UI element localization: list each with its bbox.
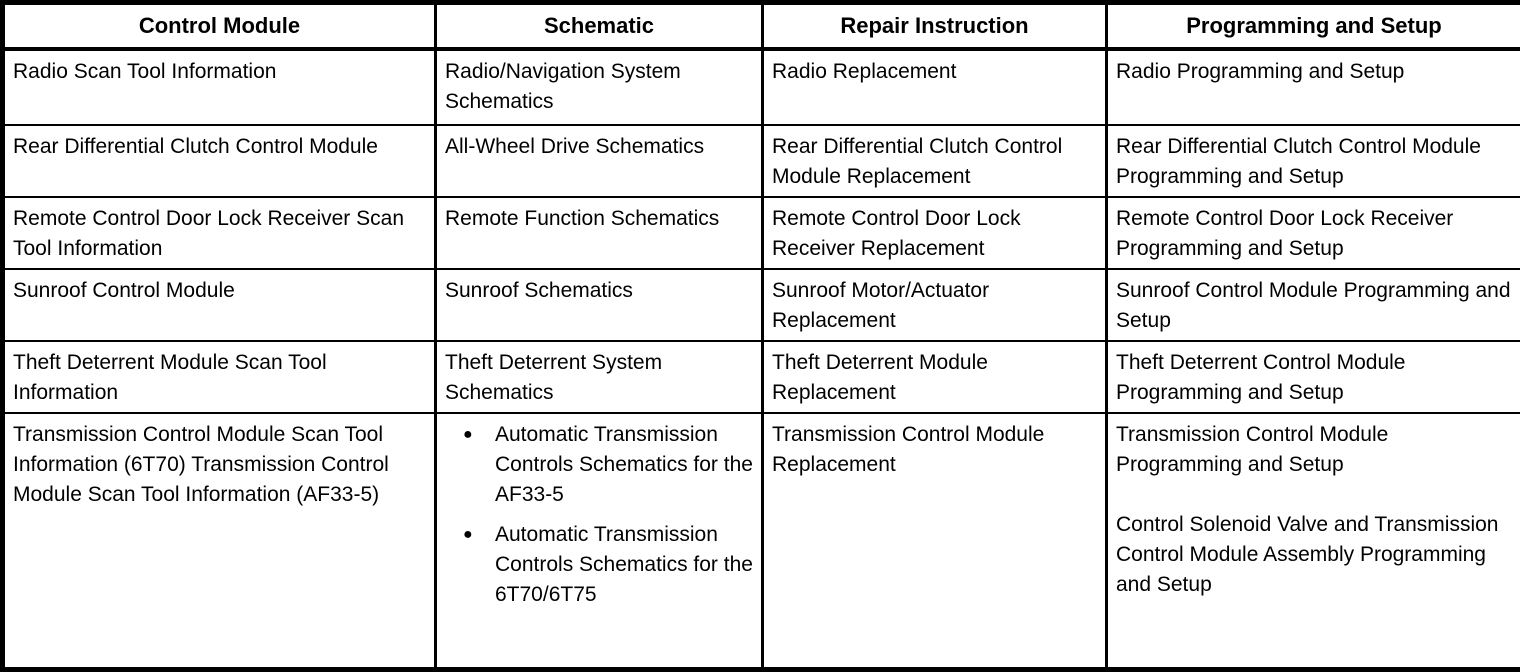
bullet-icon: ● (463, 426, 473, 443)
programming-paragraph: Transmission Control Module Programming … (1116, 423, 1389, 476)
table-row: Sunroof Control Module Sunroof Schematic… (1, 268, 1520, 342)
cell-repair-instruction: Rear Differential Clutch Control Module … (761, 124, 1108, 198)
schematic-bullet-item: ● Automatic Transmission Controls Schema… (459, 420, 755, 510)
cell-control-module: Theft Deterrent Module Scan Tool Informa… (1, 340, 437, 414)
cell-repair-instruction: Sunroof Motor/Actuator Replacement (761, 268, 1108, 342)
schematic-bullet-item: ● Automatic Transmission Controls Schema… (459, 520, 755, 610)
cell-schematic: Radio/Navigation System Schematics (434, 48, 764, 126)
cell-repair-instruction: Remote Control Door Lock Receiver Replac… (761, 196, 1108, 270)
schematic-bullet-label: Automatic Transmission Controls Schemati… (495, 423, 753, 506)
cell-control-module: Rear Differential Clutch Control Module (1, 124, 437, 198)
table-row: Radio Scan Tool Information Radio/Naviga… (1, 48, 1520, 126)
cell-schematic: All-Wheel Drive Schematics (434, 124, 764, 198)
table-row: Transmission Control Module Scan Tool In… (1, 412, 1520, 671)
cell-schematic: Sunroof Schematics (434, 268, 764, 342)
header-row: Control Module Schematic Repair Instruct… (1, 1, 1520, 51)
cell-schematic: Remote Function Schematics (434, 196, 764, 270)
table-row: Rear Differential Clutch Control Module … (1, 124, 1520, 198)
table-row: Remote Control Door Lock Receiver Scan T… (1, 196, 1520, 270)
table-row: Theft Deterrent Module Scan Tool Informa… (1, 340, 1520, 414)
cell-repair-instruction: Theft Deterrent Module Replacement (761, 340, 1108, 414)
cell-programming-and-setup: Sunroof Control Module Programming and S… (1105, 268, 1520, 342)
column-header-control-module: Control Module (1, 1, 437, 51)
cell-programming-and-setup: Theft Deterrent Control Module Programmi… (1105, 340, 1520, 414)
column-header-programming-and-setup: Programming and Setup (1105, 1, 1520, 51)
cell-programming-and-setup: Remote Control Door Lock Receiver Progra… (1105, 196, 1520, 270)
schematic-bullet-list: ● Automatic Transmission Controls Schema… (445, 420, 755, 610)
cell-schematic: ● Automatic Transmission Controls Schema… (434, 412, 764, 671)
cell-repair-instruction: Radio Replacement (761, 48, 1108, 126)
column-header-repair-instruction: Repair Instruction (761, 1, 1108, 51)
cell-control-module: Sunroof Control Module (1, 268, 437, 342)
cell-programming-and-setup: Radio Programming and Setup (1105, 48, 1520, 126)
cell-control-module: Remote Control Door Lock Receiver Scan T… (1, 196, 437, 270)
cell-programming-and-setup: Transmission Control Module Programming … (1105, 412, 1520, 671)
column-header-schematic: Schematic (434, 1, 764, 51)
cell-repair-instruction: Transmission Control Module Replacement (761, 412, 1108, 671)
schematic-bullet-label: Automatic Transmission Controls Schemati… (495, 523, 753, 606)
bullet-icon: ● (463, 526, 473, 543)
cell-schematic: Theft Deterrent System Schematics (434, 340, 764, 414)
cell-programming-and-setup: Rear Differential Clutch Control Module … (1105, 124, 1520, 198)
cell-control-module: Transmission Control Module Scan Tool In… (1, 412, 437, 671)
programming-paragraph: Control Solenoid Valve and Transmission … (1116, 513, 1499, 596)
cell-control-module: Radio Scan Tool Information (1, 48, 437, 126)
